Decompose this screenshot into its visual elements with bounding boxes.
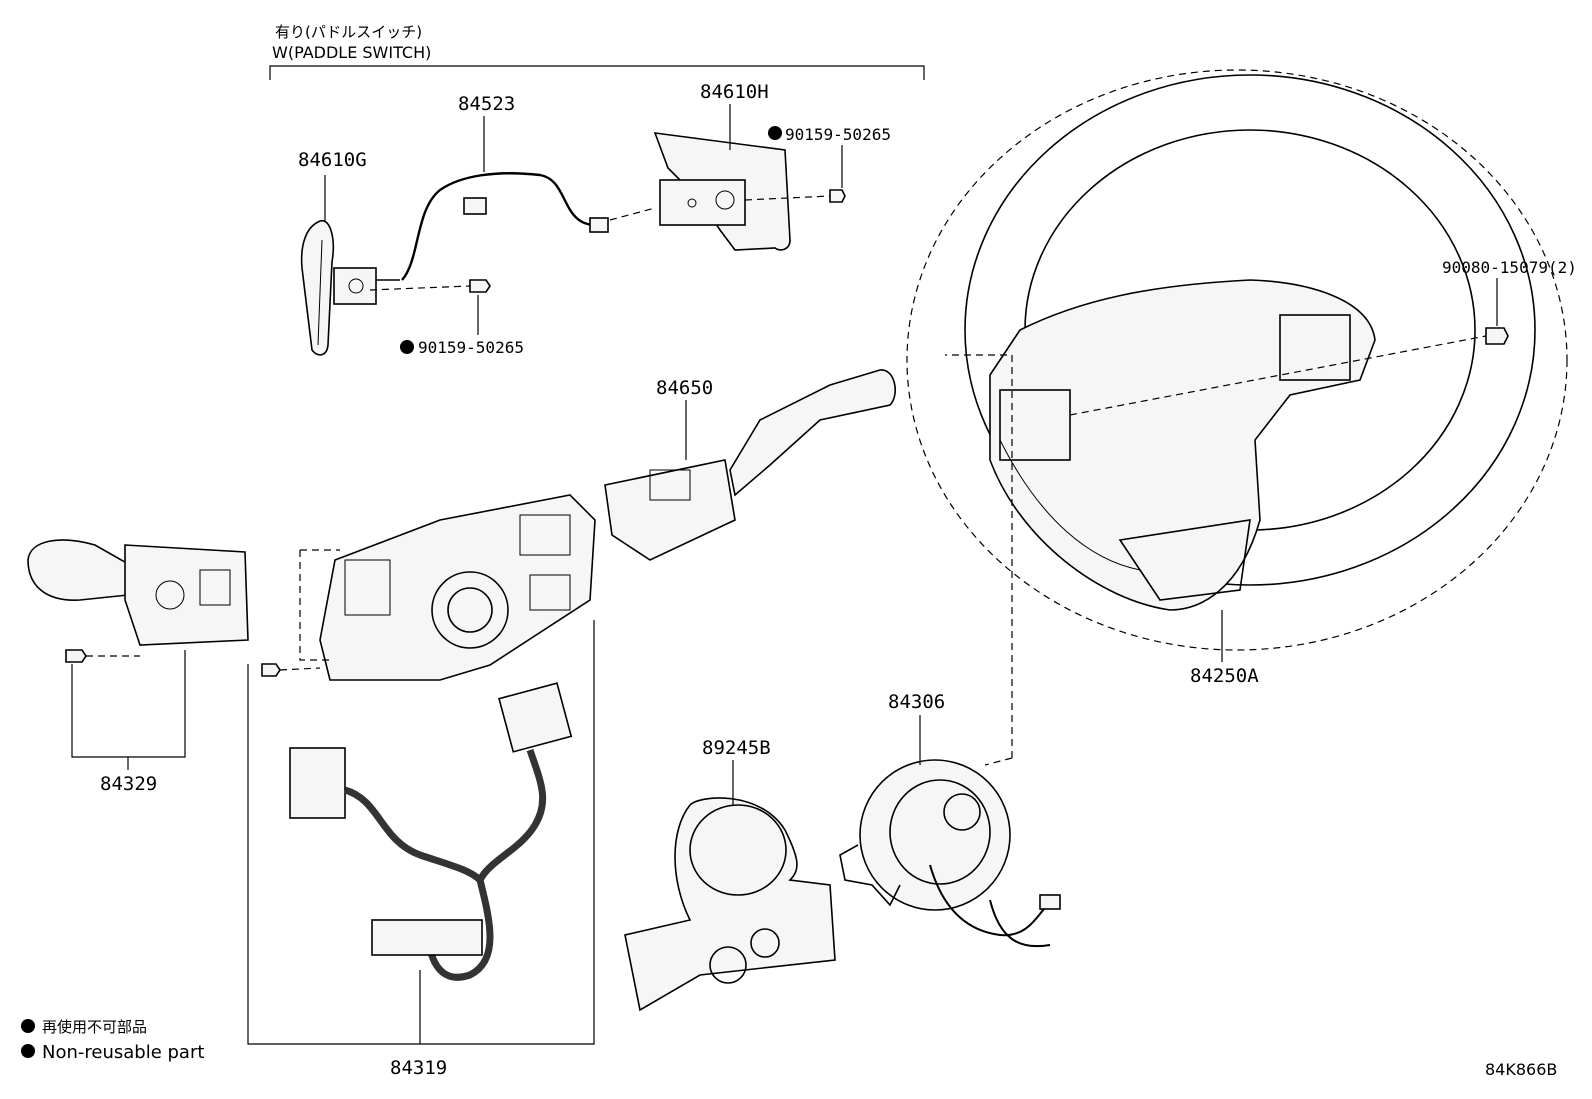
label-90159-top: 90159-50265	[785, 125, 891, 144]
label-84306: 84306	[888, 691, 945, 713]
legend-dot-jp	[21, 1019, 35, 1033]
part-84250A[interactable]: 84250A	[906, 69, 1568, 687]
label-90159-left: 90159-50265	[418, 338, 524, 357]
part-84610G[interactable]: 84610G	[298, 149, 400, 356]
group-header-jp: 有り(パドルスイッチ)	[275, 23, 422, 41]
legend-jp: 再使用不可部品	[42, 1018, 147, 1036]
label-84610H: 84610H	[700, 81, 769, 103]
part-84523[interactable]: 84523	[401, 93, 609, 281]
group-bracket	[269, 65, 925, 80]
label-84523: 84523	[458, 93, 515, 115]
label-89245B: 89245B	[702, 737, 771, 759]
leader-84329	[71, 650, 186, 758]
part-90159-top[interactable]: 90159-50265	[609, 125, 891, 221]
label-84610G: 84610G	[298, 149, 367, 171]
part-84329[interactable]: 84329	[27, 539, 249, 795]
dash-84306-to-wheel	[945, 354, 1013, 758]
legend-en: Non-reusable part	[42, 1042, 204, 1063]
paddle-switch-group: 有り(パドルスイッチ) W(PADDLE SWITCH)	[269, 23, 925, 80]
part-90080[interactable]: 90080-15079(2)	[1069, 258, 1577, 416]
diagram-id: 84K866B	[1485, 1060, 1557, 1079]
non-reusable-dot	[400, 340, 414, 354]
part-84306[interactable]: 84306	[839, 354, 1061, 948]
label-84329: 84329	[100, 773, 157, 795]
label-84250A: 84250A	[1190, 665, 1259, 687]
label-84650: 84650	[656, 377, 713, 399]
part-90159-left[interactable]: 90159-50265	[369, 279, 524, 357]
part-84650[interactable]: 84650	[604, 369, 896, 561]
legend-dot-en	[21, 1044, 35, 1058]
part-84610H[interactable]: 84610H	[653, 81, 791, 251]
group-header-en: W(PADDLE SWITCH)	[272, 43, 431, 62]
non-reusable-dot	[768, 126, 782, 140]
legend: 再使用不可部品 Non-reusable part	[21, 1018, 204, 1063]
combination-switch-body[interactable]	[261, 494, 596, 681]
part-84319[interactable]: 84319	[247, 620, 595, 1079]
label-90080: 90080-15079(2)	[1442, 258, 1577, 277]
part-89245B[interactable]: 89245B	[624, 737, 836, 1012]
label-84319: 84319	[390, 1057, 447, 1079]
bracket-84319	[247, 620, 595, 1045]
